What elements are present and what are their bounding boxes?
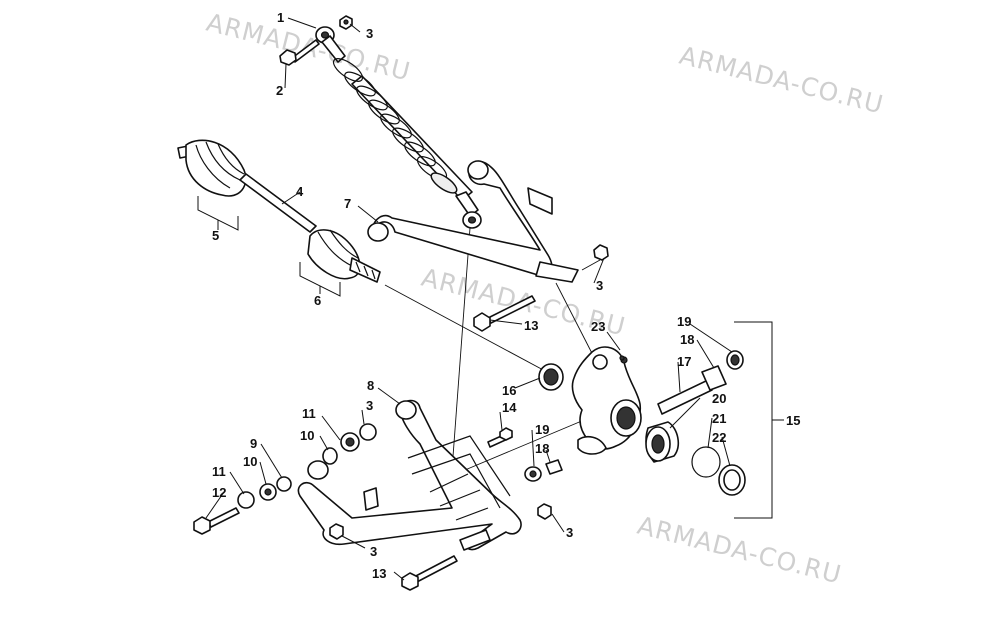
callout-9: 9 bbox=[250, 436, 257, 451]
callout-3-mid-left: 3 bbox=[366, 398, 373, 413]
callout-21: 21 bbox=[712, 411, 726, 426]
callout-2: 2 bbox=[276, 83, 283, 98]
callout-12: 12 bbox=[212, 485, 226, 500]
hub-seal bbox=[538, 363, 564, 391]
callout-3-lower-left: 3 bbox=[370, 544, 377, 559]
callout-18-upper: 18 bbox=[680, 332, 694, 347]
callout-3-upper-right: 3 bbox=[596, 278, 603, 293]
hub-bearing-stack bbox=[645, 350, 746, 496]
upper-a-arm bbox=[367, 160, 579, 283]
callout-13-upper: 13 bbox=[524, 318, 538, 333]
coil-spring bbox=[332, 58, 458, 194]
leader-lines bbox=[205, 17, 733, 581]
construction-lines bbox=[384, 227, 601, 471]
callout-6: 6 bbox=[314, 293, 321, 308]
upper-arm-nut bbox=[593, 244, 609, 261]
callout-11-upper: 11 bbox=[302, 406, 316, 421]
lower-arm-hardware bbox=[193, 355, 625, 591]
shock-top-bolt bbox=[279, 39, 320, 66]
bracket-lines bbox=[197, 196, 784, 519]
callout-11-lower: 11 bbox=[212, 464, 226, 479]
callout-1: 1 bbox=[277, 10, 284, 25]
lower-a-arm bbox=[297, 399, 522, 551]
callout-17: 17 bbox=[677, 354, 691, 369]
callout-10-upper: 10 bbox=[300, 428, 314, 443]
callout-labels: 1 3 2 4 7 5 3 6 13 23 19 18 17 16 8 3 14… bbox=[212, 10, 800, 581]
callout-14: 14 bbox=[502, 400, 517, 415]
callout-3-lower-right: 3 bbox=[566, 525, 573, 540]
callout-23: 23 bbox=[591, 319, 605, 334]
watermark-top-right: ARMADA-CO.RU bbox=[677, 41, 887, 120]
drive-axle bbox=[177, 139, 381, 283]
callout-20: 20 bbox=[712, 391, 726, 406]
callout-19-upper: 19 bbox=[677, 314, 691, 329]
callout-3-top: 3 bbox=[366, 26, 373, 41]
lower-bushing-set bbox=[524, 459, 563, 482]
callout-18-lower: 18 bbox=[535, 441, 549, 456]
callout-7: 7 bbox=[344, 196, 351, 211]
steering-knuckle bbox=[571, 346, 642, 455]
upper-arm-bolt bbox=[473, 295, 536, 332]
callout-4: 4 bbox=[296, 184, 304, 199]
shock-top-nut bbox=[339, 15, 353, 30]
shock-absorber bbox=[315, 26, 482, 229]
callout-19-lower: 19 bbox=[535, 422, 549, 437]
callout-5: 5 bbox=[212, 228, 219, 243]
watermark-bottom-right: ARMADA-CO.RU bbox=[635, 511, 845, 590]
callout-10-lower: 10 bbox=[243, 454, 257, 469]
callout-16: 16 bbox=[502, 383, 516, 398]
callout-8: 8 bbox=[367, 378, 374, 393]
callout-15: 15 bbox=[786, 413, 800, 428]
callout-22: 22 bbox=[712, 430, 726, 445]
callout-13-lower: 13 bbox=[372, 566, 386, 581]
